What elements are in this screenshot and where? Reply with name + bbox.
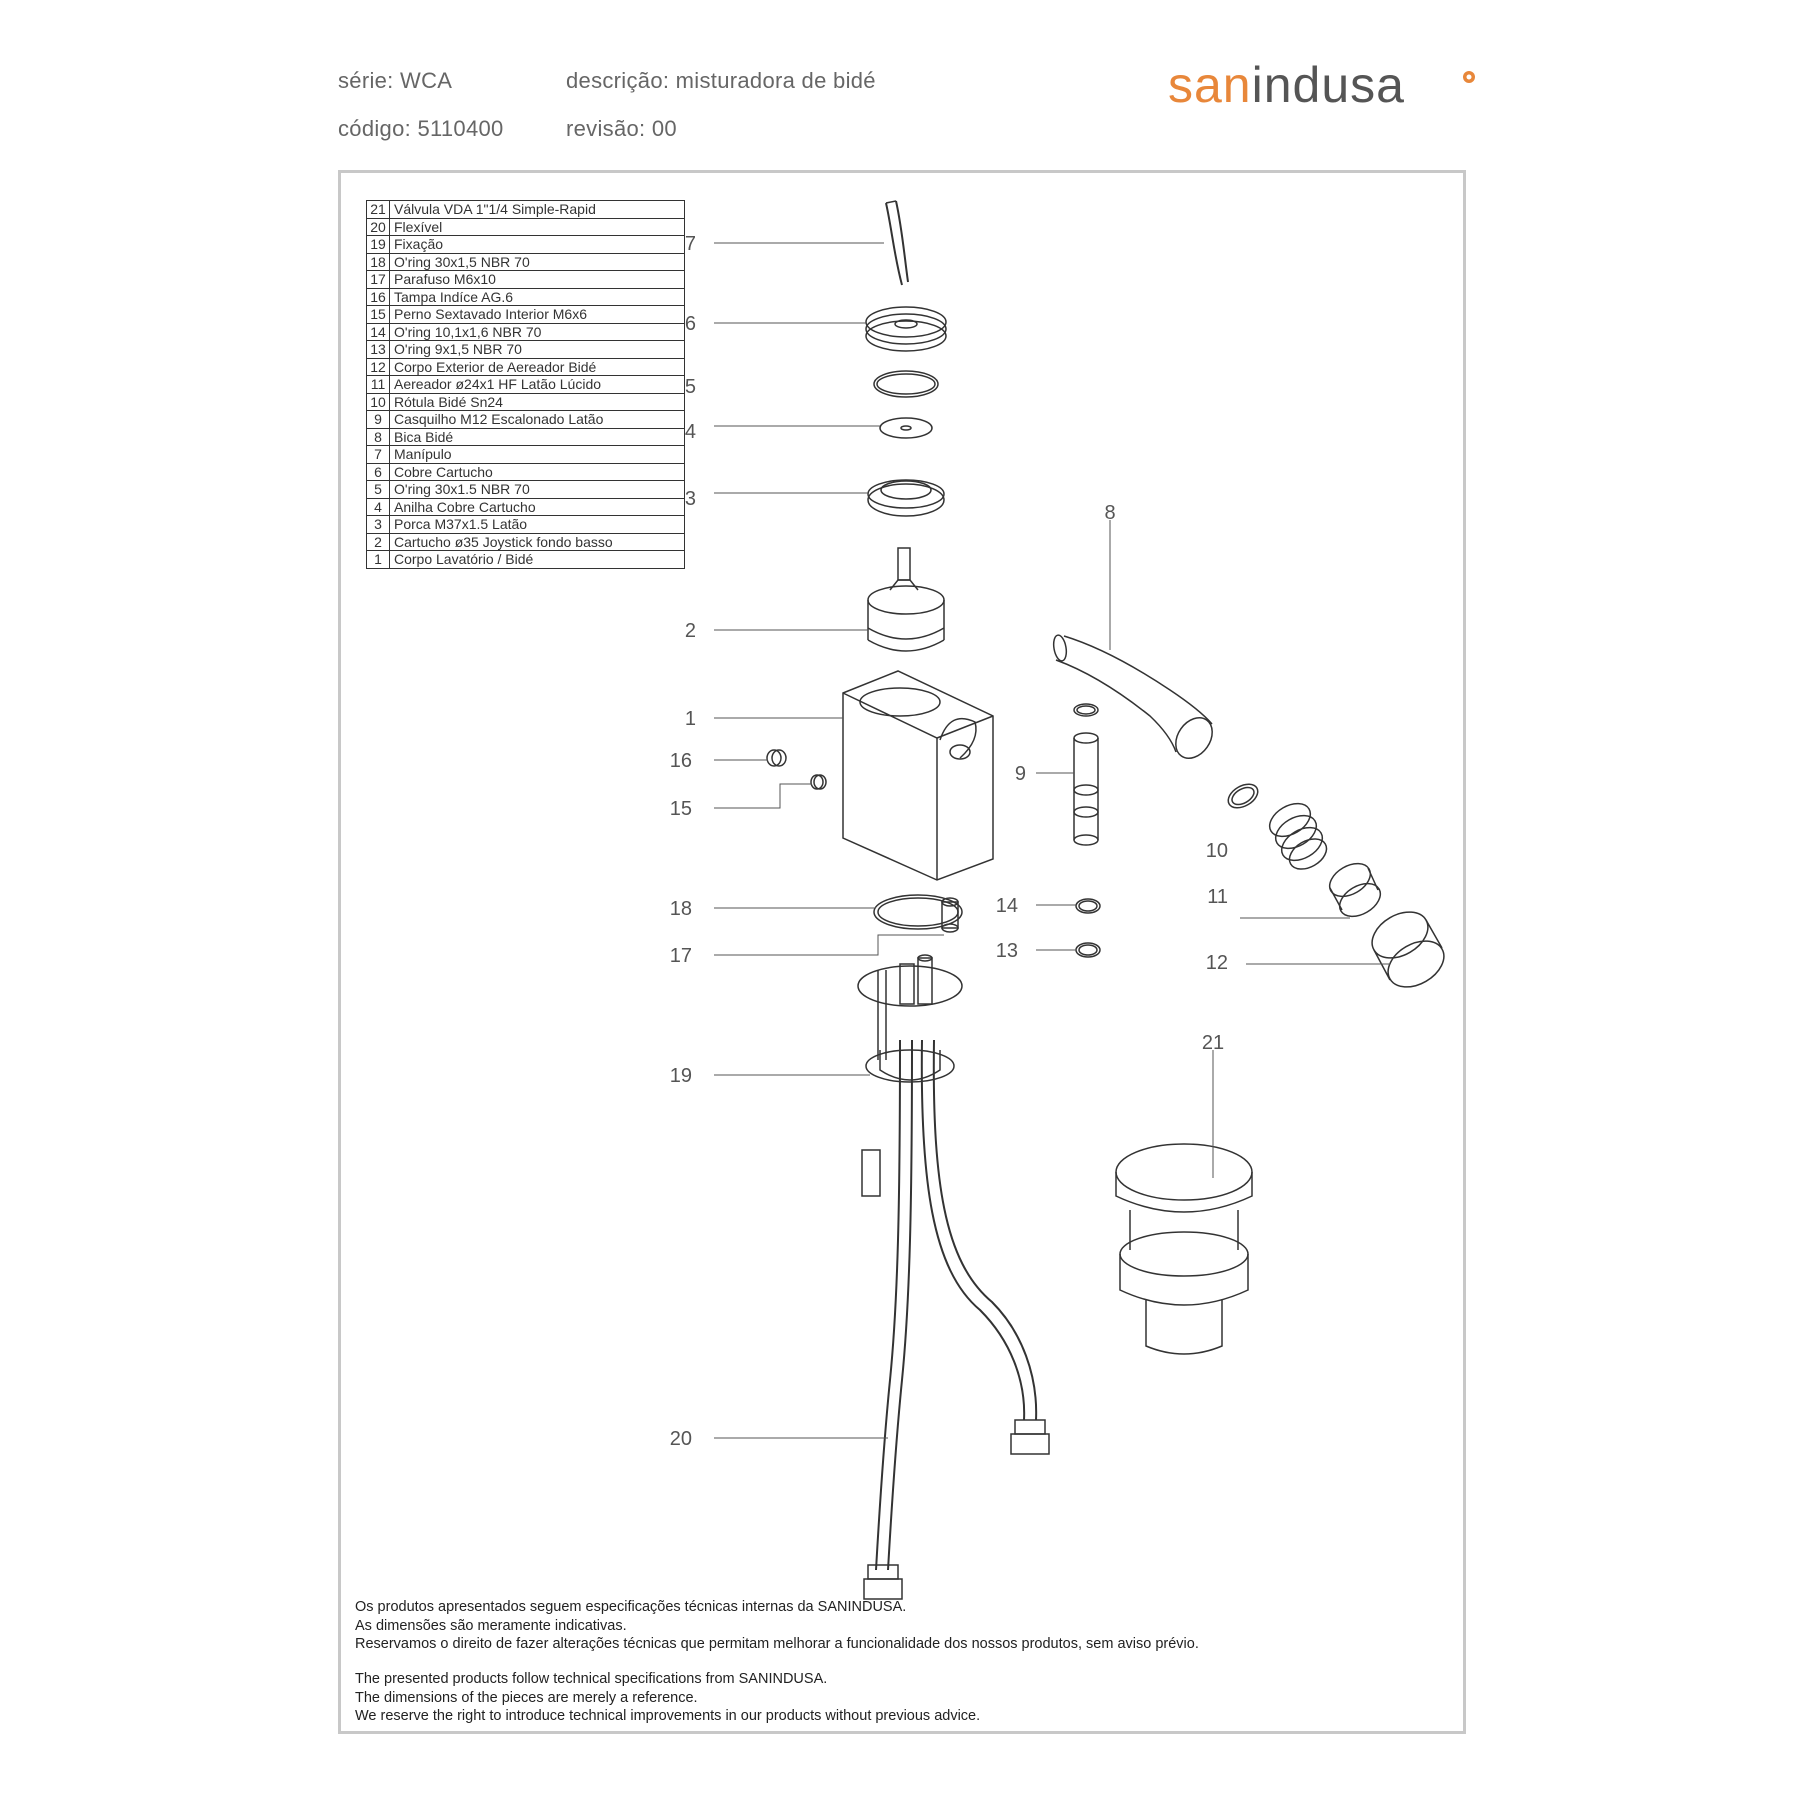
part-1-body xyxy=(842,670,994,881)
part-9-bushing xyxy=(1073,703,1099,846)
part-5-oring xyxy=(873,370,939,398)
callout-label-10: 10 xyxy=(1206,840,1228,862)
sanindusa-logo: sanindusa xyxy=(1168,57,1405,113)
disclaimer-en-line-2: The dimensions of the pieces are merely … xyxy=(355,1689,698,1706)
callout-label-19: 19 xyxy=(670,1065,692,1087)
callout-label-1: 1 xyxy=(685,708,696,730)
codigo-label: código: 5110400 xyxy=(338,116,504,141)
part-description: Tampa Indíce AG.6 xyxy=(389,287,685,306)
callout-label-14: 14 xyxy=(996,895,1018,917)
callout-label-9: 9 xyxy=(1015,763,1026,785)
part-description: Manípulo xyxy=(389,445,685,464)
callout-label-15: 15 xyxy=(670,798,692,820)
part-21-valve xyxy=(1115,1143,1253,1355)
callout-label-7: 7 xyxy=(685,233,696,255)
part-15-screw xyxy=(810,774,827,790)
callout-label-17: 17 xyxy=(670,945,692,967)
part-2-cartridge xyxy=(867,547,945,652)
callout-label-5: 5 xyxy=(685,376,696,398)
part-3-nut xyxy=(867,479,945,517)
callout-label-2: 2 xyxy=(685,620,696,642)
part-10-swivel xyxy=(1227,783,1328,870)
disclaimer-pt-line-1: Os produtos apresentados seguem especifi… xyxy=(355,1599,907,1615)
part-20-flexible-hoses xyxy=(861,1039,1050,1600)
part-number: 18 xyxy=(366,252,390,271)
disclaimer-pt-line-2: As dimensões são meramente indicativas. xyxy=(355,1617,627,1634)
part-number: 11 xyxy=(366,375,390,394)
callout-label-6: 6 xyxy=(685,313,696,335)
part-description: Corpo Lavatório / Bidé xyxy=(389,550,685,569)
part-14-oring xyxy=(1075,898,1101,914)
part-8-spout xyxy=(1052,634,1213,759)
callout-label-11: 11 xyxy=(1207,886,1228,908)
part-12-aerator-body xyxy=(1371,911,1445,988)
serie-label: série: WCA xyxy=(338,68,453,93)
part-description: Anilha Cobre Cartucho xyxy=(389,497,685,516)
callout-label-16: 16 xyxy=(670,750,692,772)
revisao-label: revisão: 00 xyxy=(566,116,677,141)
callout-label-4: 4 xyxy=(685,421,696,443)
part-19-fixation xyxy=(857,954,963,1083)
part-number: 21 xyxy=(366,200,390,219)
part-description: Casquilho M12 Escalonado Latão xyxy=(389,410,685,429)
drawing-frame xyxy=(338,170,1466,1734)
part-16-cap xyxy=(766,749,787,767)
part-17-screw xyxy=(941,897,959,933)
disclaimer-pt: Os produtos apresentados seguem especifi… xyxy=(355,1598,1199,1654)
disclaimer-en-line-3: We reserve the right to introduce techni… xyxy=(355,1708,981,1724)
part-4-washer xyxy=(879,417,933,439)
part-11-aerator xyxy=(1328,862,1382,918)
part-7-handle xyxy=(885,200,909,286)
descricao-label: descrição: misturadora de bidé xyxy=(566,68,876,93)
callout-label-21: 21 xyxy=(1202,1032,1224,1054)
disclaimer-pt-line-3: Reservamos o direito de fazer alterações… xyxy=(355,1636,1199,1652)
callout-label-18: 18 xyxy=(670,898,692,920)
callout-label-20: 20 xyxy=(670,1428,692,1450)
part-description: Válvula VDA 1"1/4 Simple-Rapid xyxy=(389,200,685,219)
logo-mark-icon xyxy=(1463,71,1475,83)
part-number: 10 xyxy=(366,392,390,411)
disclaimer-en: The presented products follow technical … xyxy=(355,1670,980,1726)
part-18-oring xyxy=(873,894,963,930)
callout-label-13: 13 xyxy=(996,940,1018,962)
disclaimer-en-line-1: The presented products follow technical … xyxy=(355,1671,828,1687)
part-6-cartridge-cover xyxy=(865,306,947,352)
part-number: 15 xyxy=(366,305,390,324)
callout-label-3: 3 xyxy=(685,488,696,510)
part-description: Cartucho ø35 Joystick fondo basso xyxy=(389,532,685,551)
callout-label-12: 12 xyxy=(1206,952,1228,974)
part-description: Porca M37x1.5 Latão xyxy=(389,515,685,534)
part-description: Cobre Cartucho xyxy=(389,462,685,481)
part-number: 19 xyxy=(366,235,390,254)
callout-label-8: 8 xyxy=(1104,502,1115,524)
